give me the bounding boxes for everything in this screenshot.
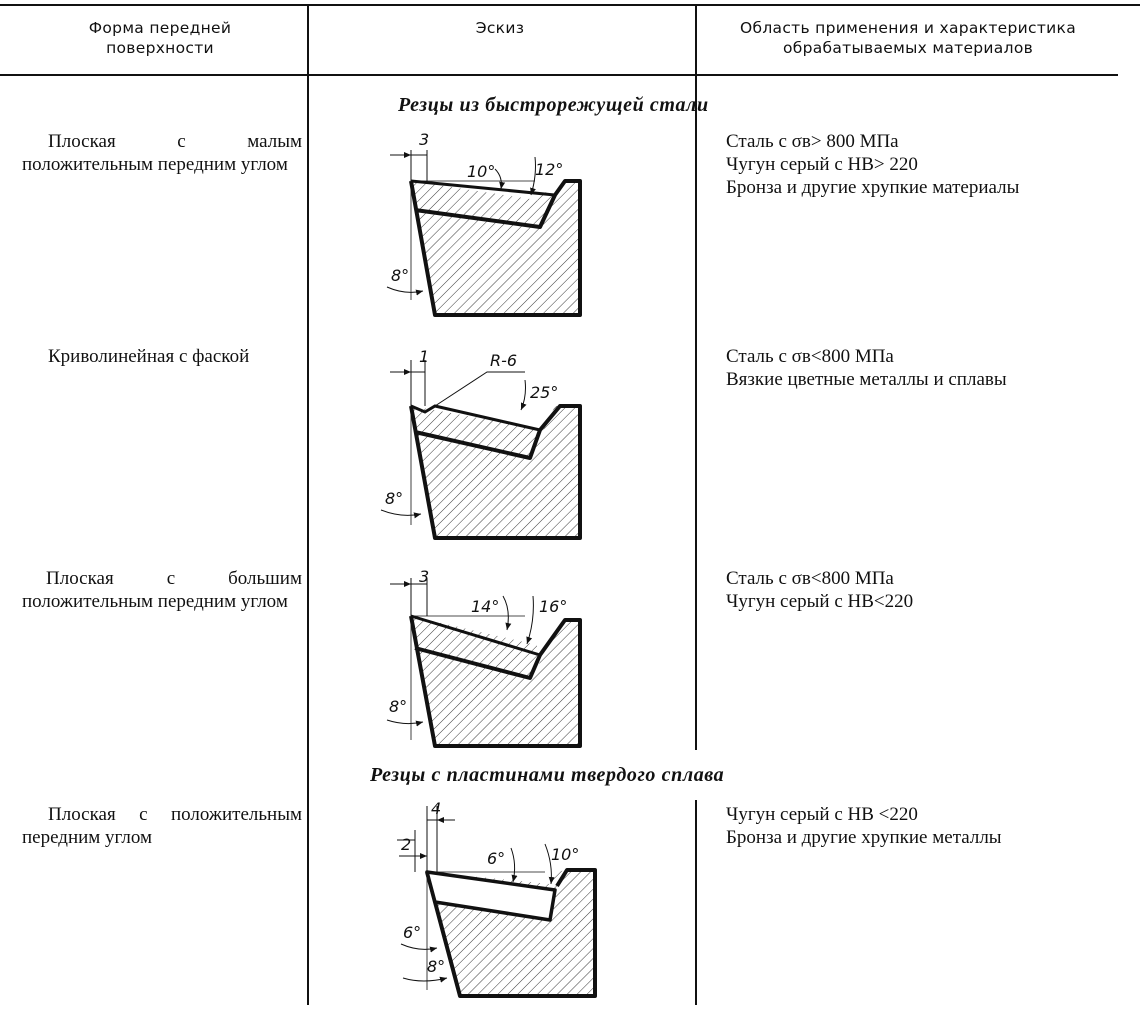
sketch-label: 6° bbox=[487, 849, 505, 868]
header-form: Форма передней поверхности bbox=[88, 19, 232, 57]
sketch-label: 25° bbox=[530, 383, 558, 402]
row-3-applications: Сталь с σв<800 МПа Чугун серый с НВ<220 bbox=[726, 567, 1126, 613]
row-1-sketch: 3 10° 12° 8° bbox=[375, 125, 615, 325]
sketch-label: 16° bbox=[539, 597, 567, 616]
application-line: Сталь с σв<800 МПа bbox=[726, 568, 894, 589]
sketch-label: 3 bbox=[419, 567, 429, 586]
application-line: Чугун серый с НВ <220 bbox=[726, 804, 918, 825]
sketch-label: 8° bbox=[385, 489, 403, 508]
section-title-hss: Резцы из быстрорежущей стали bbox=[398, 94, 709, 116]
application-line: Сталь с σв> 800 МПа bbox=[726, 131, 899, 152]
application-line: Сталь с σв<800 МПа bbox=[726, 346, 894, 367]
sketch-label: 10° bbox=[467, 162, 495, 181]
application-line: Вязкие цветные металлы и сплавы bbox=[726, 369, 1007, 390]
header-sketch: Эскиз bbox=[475, 19, 525, 37]
row-4-form: Плоская с положительным передним углом bbox=[22, 804, 302, 848]
table-top-rule bbox=[0, 4, 1140, 6]
sketch-label: 8° bbox=[427, 957, 445, 976]
sketch-label: 8° bbox=[391, 266, 409, 285]
application-line: Бронза и другие хрупкие материалы bbox=[726, 177, 1020, 198]
header-bottom-rule bbox=[0, 74, 1118, 76]
row-1-form: Плоская с малым положительным передним у… bbox=[22, 131, 302, 175]
row-4-sketch: 4 2 6° 10° 6° 8° bbox=[375, 799, 615, 1010]
sketch-label: R-6 bbox=[490, 351, 517, 370]
row-3-sketch: 3 14° 16° 8° bbox=[375, 560, 615, 760]
sketch-label: 2 bbox=[401, 835, 411, 854]
row-2-sketch: 1 R-6 25° 8° bbox=[375, 347, 615, 550]
header-application: Область применения и характеристика обра… bbox=[739, 19, 1076, 57]
sketch-label: 4 bbox=[431, 799, 441, 818]
application-line: Чугун серый с НВ<220 bbox=[726, 591, 914, 612]
column-divider-right-lower bbox=[695, 800, 697, 1005]
application-line: Бронза и другие хрупкие металлы bbox=[726, 827, 1002, 848]
section-title-carbide: Резцы с пластинами твердого сплава bbox=[370, 764, 725, 786]
sketch-label: 6° bbox=[403, 923, 421, 942]
row-2-applications: Сталь с σв<800 МПа Вязкие цветные металл… bbox=[726, 345, 1126, 391]
row-3-form: Плоская с большим положительным передним… bbox=[22, 568, 302, 612]
sketch-label: 8° bbox=[389, 697, 407, 716]
row-4-applications: Чугун серый с НВ <220 Бронза и другие хр… bbox=[726, 803, 1126, 849]
sketch-label: 10° bbox=[551, 845, 579, 864]
sketch-label: 1 bbox=[419, 347, 429, 366]
row-2-form: Криволинейная с фаской bbox=[48, 346, 250, 367]
application-line: Чугун серый с НВ> 220 bbox=[726, 154, 918, 175]
column-divider-left bbox=[307, 5, 309, 1005]
column-divider-right bbox=[695, 5, 697, 750]
sketch-label: 14° bbox=[471, 597, 499, 616]
sketch-label: 3 bbox=[419, 130, 429, 149]
sketch-label: 12° bbox=[535, 160, 563, 179]
row-1-applications: Сталь с σв> 800 МПа Чугун серый с НВ> 22… bbox=[726, 130, 1126, 199]
